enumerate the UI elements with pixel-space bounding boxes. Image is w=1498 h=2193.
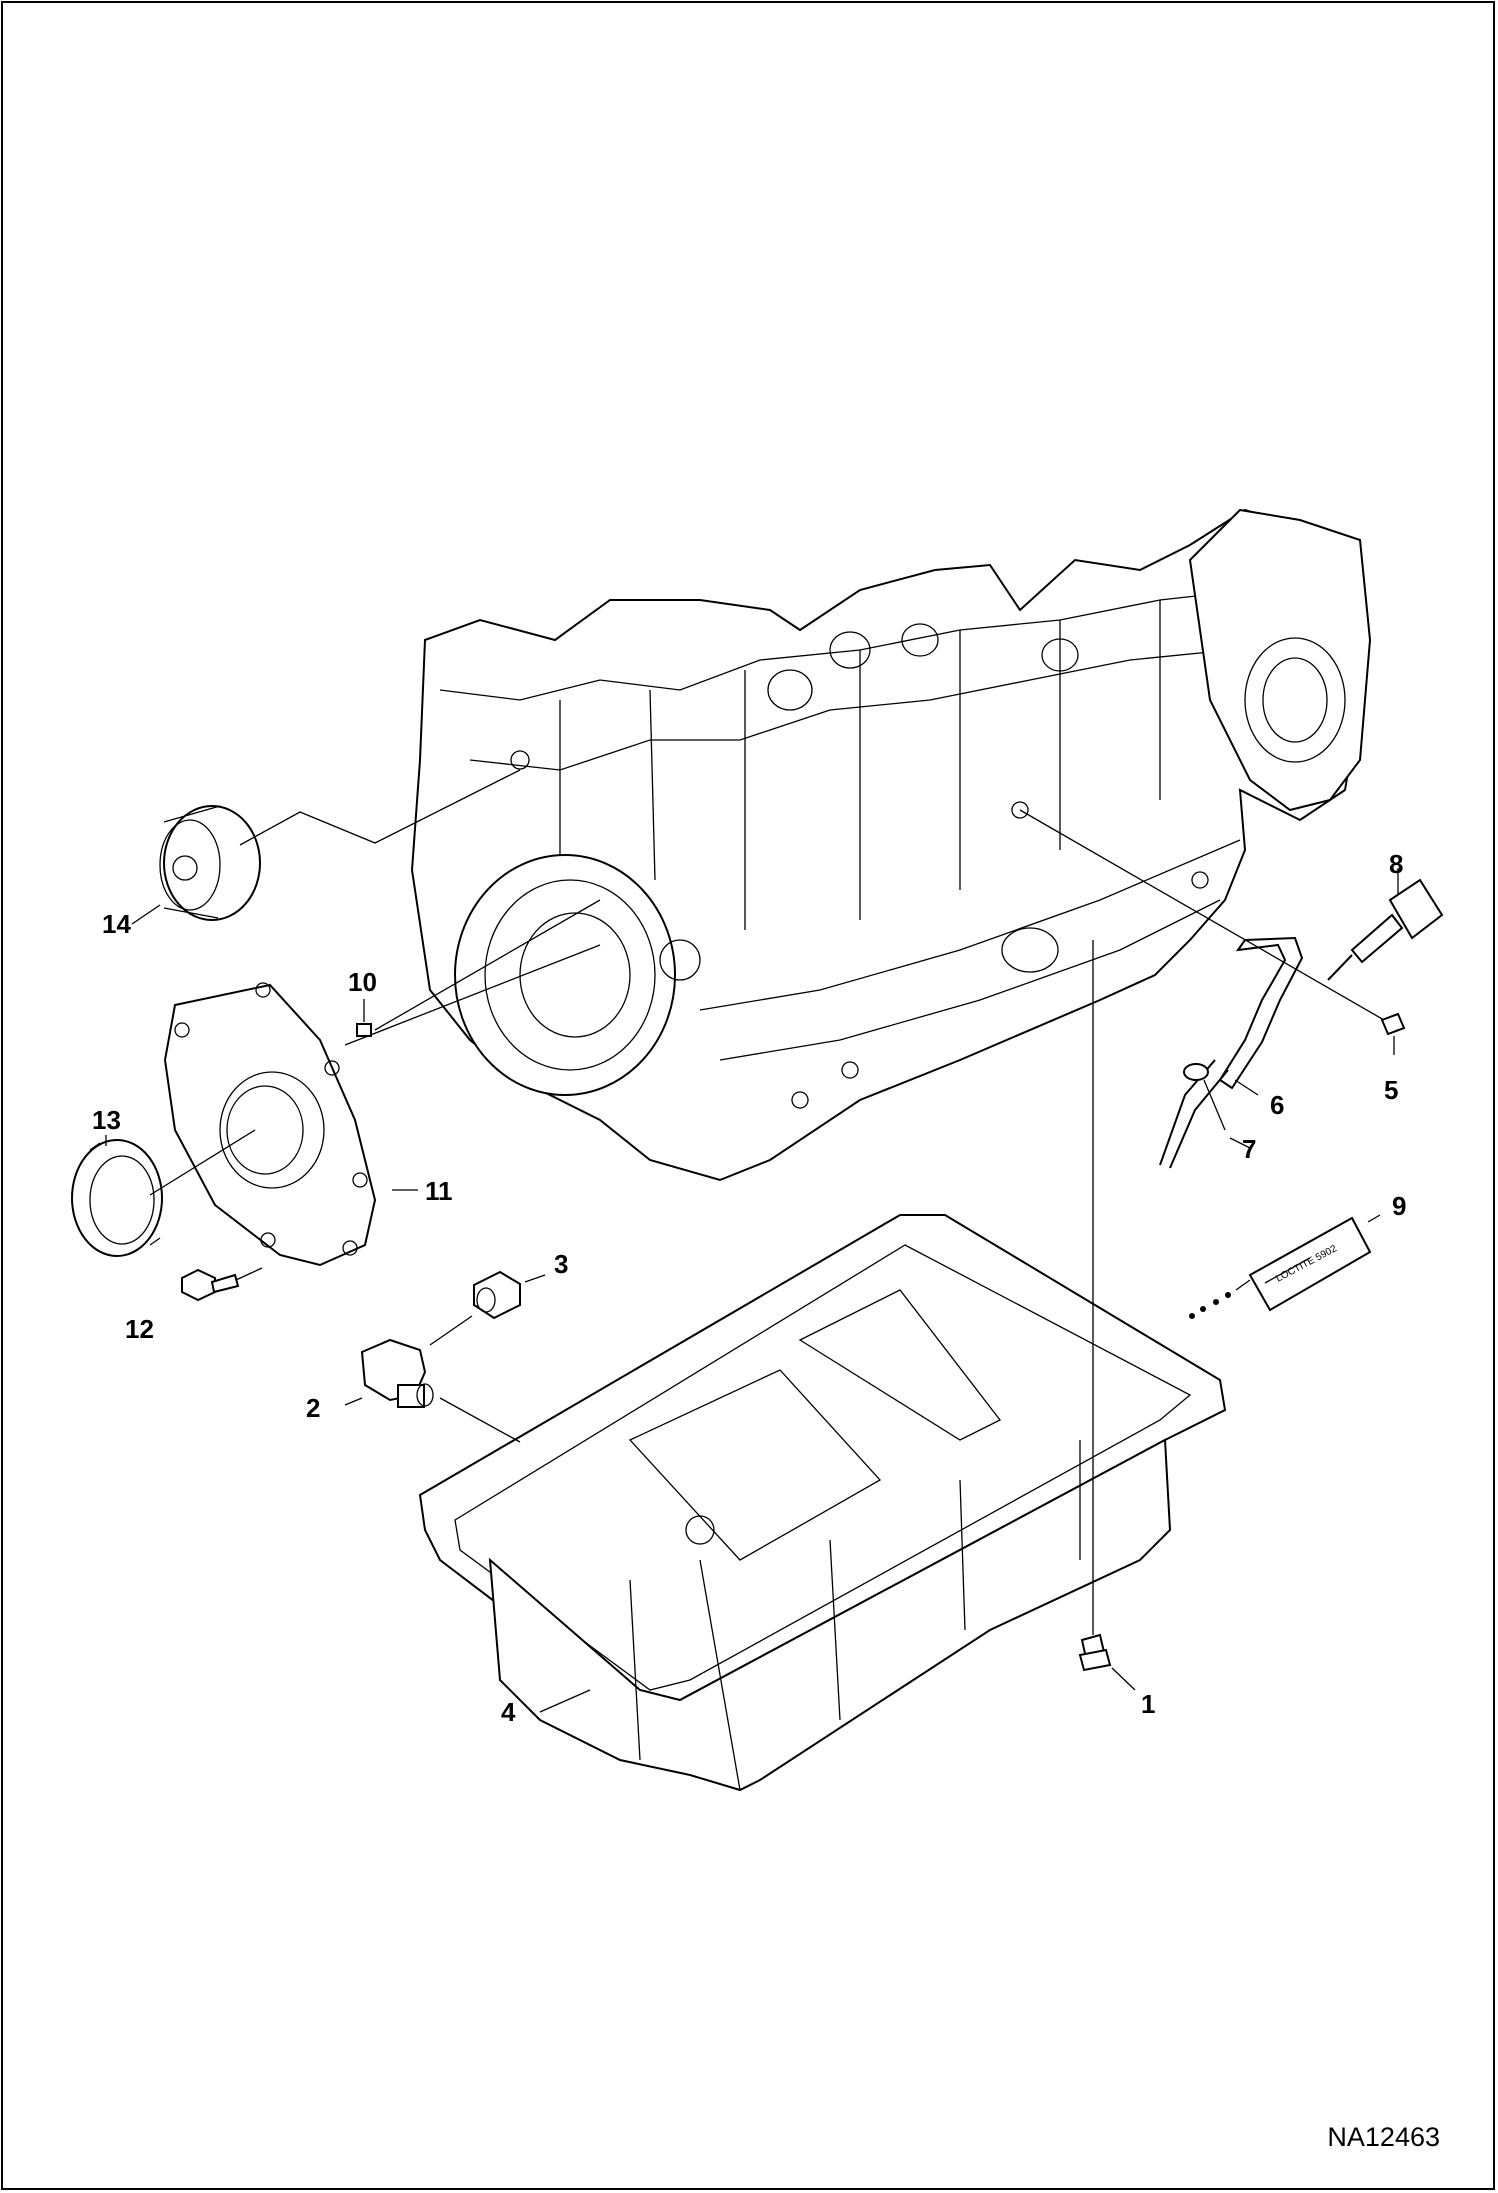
callout-5: 5 [1384,1075,1398,1105]
part-5-bolt [1380,1012,1406,1036]
callout-13: 13 [92,1105,121,1135]
leader-1-plug [1111,1667,1136,1691]
leader-12-bolt [235,1267,263,1281]
leader-7-ring [1203,1079,1226,1131]
leader-5-bolt-axis [1019,809,1385,1021]
part-1-drain-plug [1078,1633,1112,1672]
part-11-rear-cover [163,982,377,1267]
leader-2-fitting [344,1397,363,1406]
leader-13-seal [149,1129,256,1196]
part-10-dowel-pin [356,1023,372,1037]
part-2-elbow-fitting [360,1338,434,1408]
part-13-seal [71,1139,163,1257]
callout-10: 10 [348,967,377,997]
callout-12: 12 [125,1314,154,1344]
leader-3-nut [524,1274,546,1283]
leader-14-pulley [239,769,521,846]
leader-7-label [1229,1137,1251,1149]
callout-3: 3 [554,1249,568,1279]
part-9-sealant-tube: LOCTITE 5902 [1189,1216,1372,1319]
engine-block [410,508,1372,1182]
callout-1: 1 [1141,1689,1155,1719]
leader-2-to-pan [439,1397,521,1443]
callout-9: 9 [1392,1191,1406,1221]
leader-4-pan [539,1689,591,1713]
leader-2-to-3 [429,1315,473,1346]
leader-14-label [131,904,161,925]
part-12-bolt [181,1268,240,1302]
callout-6: 6 [1270,1090,1284,1120]
part-8-dipstick [1327,878,1444,981]
part-14-idler-pulley [159,805,261,921]
part-6-dipstick-tube [1159,936,1304,1169]
figure-id: NA12463 [1327,2122,1440,2152]
part-4-oil-pan [418,1214,1227,1792]
callout-11: 11 [425,1176,453,1206]
leader-6-tube [1234,1079,1259,1096]
part-3-nut [473,1270,521,1320]
callout-8: 8 [1389,849,1403,879]
part-7-o-ring [1183,1063,1209,1081]
callout-4: 4 [501,1697,516,1727]
leader-9-tube [1367,1214,1381,1223]
callout-2: 2 [306,1393,320,1423]
callout-7: 7 [1242,1134,1256,1164]
leader-10-pin [374,899,601,1031]
leader-11-cover [344,944,601,1046]
callout-14: 14 [102,909,131,939]
